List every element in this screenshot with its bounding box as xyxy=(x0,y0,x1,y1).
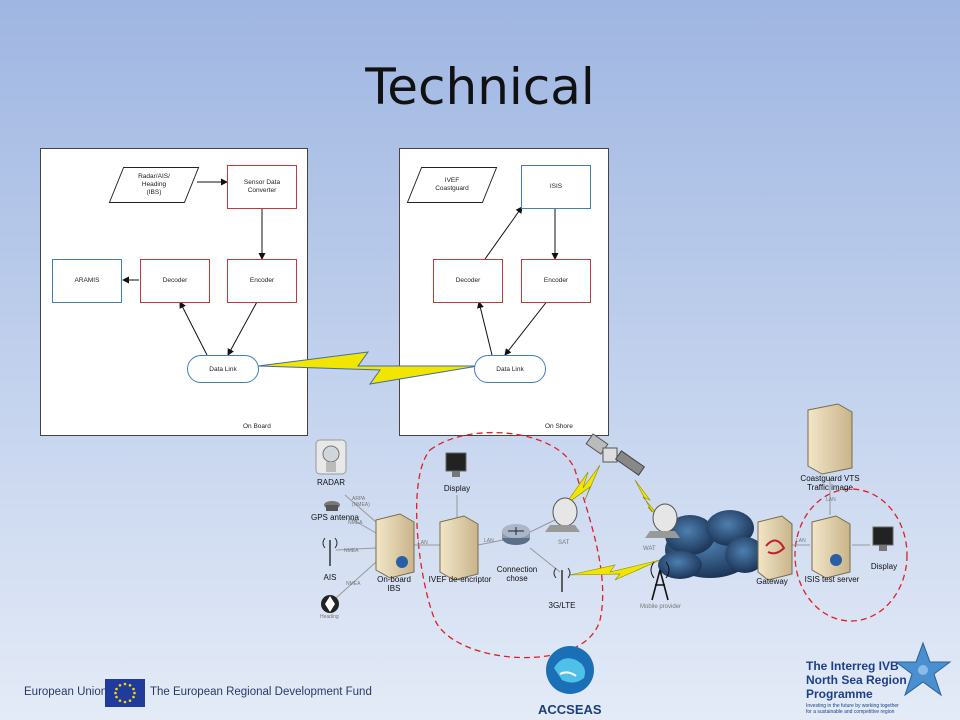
decoder-box-onboard: Decoder xyxy=(140,259,210,303)
wat-label: WAT xyxy=(643,546,656,552)
arrow-datalink-to-decoder xyxy=(179,301,208,356)
display-right-icon xyxy=(872,526,894,551)
lan-label-ibs: LAN xyxy=(418,540,428,546)
arrow-decoder-to-isis xyxy=(484,206,523,260)
onboard-ibs-server-icon xyxy=(375,513,415,579)
interreg-tagline: Investing in the future by working toget… xyxy=(806,703,899,715)
link-radar xyxy=(344,494,377,523)
sat-uplink-bolt-left xyxy=(564,464,601,506)
link-router-sat xyxy=(529,519,556,533)
ivef-coastguard-input: IVEF Coastguard xyxy=(414,167,490,203)
encoder-box-onshore: Encoder xyxy=(521,259,591,303)
onboard-panel-label: On Board xyxy=(243,423,271,430)
display-left-label: Display xyxy=(443,484,471,493)
coastguard-server-icon xyxy=(807,403,853,475)
gps-antenna-label: GPS antenna xyxy=(310,513,360,522)
ivef-server-icon xyxy=(439,515,479,581)
heading-label: Heading xyxy=(320,614,339,620)
connection-chose-label: Connection chose xyxy=(496,565,538,584)
data-link-lightning xyxy=(257,351,479,385)
ais-antenna-icon xyxy=(322,537,338,566)
erdf-text: The European Regional Development Fund xyxy=(150,686,372,698)
isis-server-icon xyxy=(811,515,851,579)
link-gps xyxy=(349,517,377,534)
accseas-label: ACCSEAS xyxy=(538,702,602,717)
dashed-zone-left xyxy=(416,432,604,659)
lan-label-gateway: LAN xyxy=(796,538,806,544)
ivef-deencryptor-label: IVEF de-encriptor xyxy=(428,575,492,584)
arrow-encoder-to-datalink xyxy=(227,299,259,356)
aramis-box: ARAMIS xyxy=(52,259,122,303)
dashed-zone-right xyxy=(794,488,908,622)
eu-flag-icon xyxy=(105,679,145,707)
arpa-nmea-label: ARPA (NMEA) xyxy=(352,496,370,508)
interreg-line-3: Programme xyxy=(806,687,873,701)
radar-label: RADAR xyxy=(316,478,345,487)
lte-antenna-icon xyxy=(553,567,571,592)
onshore-panel-label: On Shore xyxy=(545,423,573,430)
lan-label-ivef: LAN xyxy=(484,538,494,544)
gateway-label: Gateway xyxy=(756,577,788,586)
encoder-box-onboard: Encoder xyxy=(227,259,297,303)
display-right-label: Display xyxy=(870,562,898,571)
gateway-server-icon xyxy=(757,515,793,581)
link-ais xyxy=(335,547,377,551)
link-router-lte xyxy=(529,547,561,573)
coastguard-vts-label: Coastguard VTS Traffic image xyxy=(800,474,860,493)
decoder-box-onshore: Decoder xyxy=(433,259,503,303)
mobile-provider-label: Mobile provider xyxy=(640,604,682,610)
radar-ais-heading-input: Radar/AIS/ Heading (IBS) xyxy=(116,167,192,203)
isis-box: ISIS xyxy=(521,165,591,209)
sat-dish-right-icon xyxy=(645,503,680,538)
arrow-encoder-to-datalink-shore xyxy=(504,299,549,356)
gps-antenna-icon xyxy=(324,501,340,511)
sat-label: SAT xyxy=(558,540,570,546)
nmea-label-ais: NMEA xyxy=(344,548,359,554)
satellite-icon xyxy=(585,433,646,476)
european-union-text: European Union xyxy=(24,686,108,698)
data-link-onboard: Data Link xyxy=(187,355,259,383)
nmea-label-heading: NMEA xyxy=(346,581,361,587)
interreg-line-2: North Sea Region xyxy=(806,673,907,687)
lan-label-coastguard: LAN xyxy=(826,497,836,503)
sat-dish-left-icon xyxy=(545,497,580,532)
radar-icon xyxy=(315,439,347,475)
router-icon xyxy=(502,524,530,545)
starfish-logo xyxy=(892,640,954,702)
mobile-tower-icon xyxy=(650,561,670,601)
accseas-logo xyxy=(540,644,600,704)
sensor-data-converter-box: Sensor Data Converter xyxy=(227,165,297,209)
arrow-datalink-to-decoder-shore xyxy=(477,301,493,356)
isis-test-server-label: ISIS test server xyxy=(804,575,860,584)
display-left-icon xyxy=(445,452,467,477)
lte-bolt xyxy=(569,559,661,581)
page-title: Technical xyxy=(365,58,595,116)
heading-compass-icon xyxy=(321,595,339,613)
ais-label: AIS xyxy=(323,573,337,582)
link-heading xyxy=(335,561,377,599)
data-link-onshore: Data Link xyxy=(474,355,546,383)
nmea-label-gps: NMEA xyxy=(348,520,363,526)
link-ivef-router xyxy=(477,539,504,546)
lte-label: 3G/LTE xyxy=(548,601,576,610)
interreg-line-1: The Interreg IVB xyxy=(806,659,899,673)
onboard-ibs-label: On-board IBS xyxy=(377,575,411,594)
